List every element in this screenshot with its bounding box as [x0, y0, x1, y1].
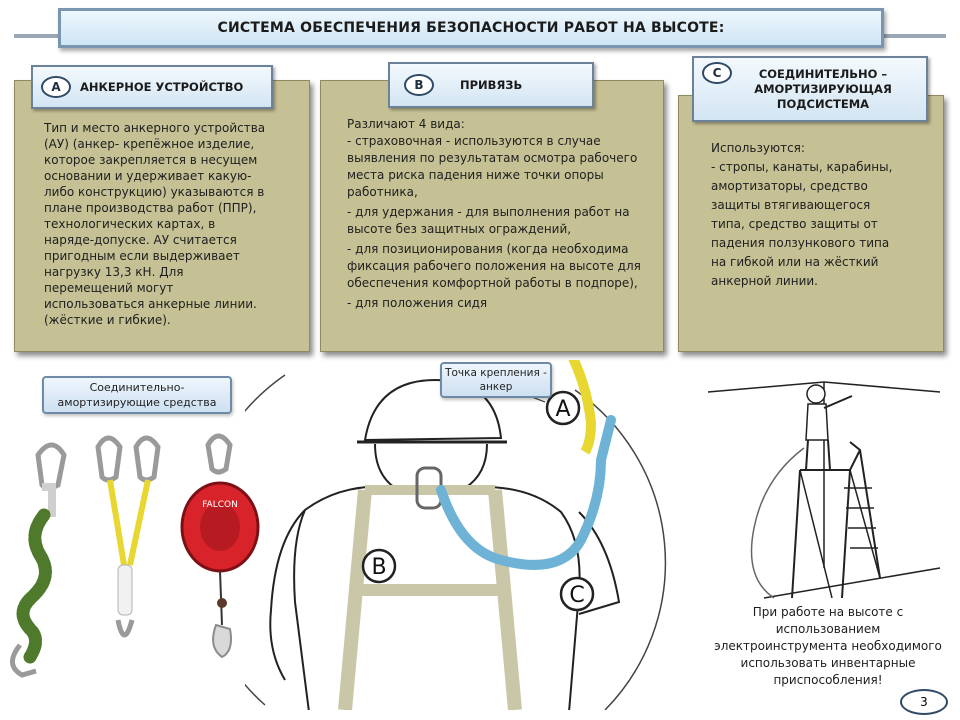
text-line: типа, средство защиты от [711, 217, 878, 231]
text-line: Тип и место анкерного устройства [44, 121, 266, 135]
caption-line: использованием [775, 622, 881, 636]
text-line: анкерной линии. [711, 274, 818, 288]
page-number: 3 [900, 689, 948, 715]
letter-b: B [371, 555, 386, 580]
caption-line: использовать инвентарные [740, 656, 916, 670]
panel-a-title: АНКЕРНОЕ УСТРОЙСТВО [80, 80, 244, 94]
anchor-sling-icon [568, 360, 597, 455]
panel-c-header: C СОЕДИНИТЕЛЬНО – АМОРТИЗИРУЮЩАЯ ПОДСИСТ… [692, 56, 928, 122]
panel-b-header: B ПРИВЯЗЬ [388, 62, 594, 108]
text-line: защиты втягивающегося [711, 198, 871, 212]
list-item: - для удержания - для выполнения работ н… [347, 205, 630, 236]
retractable-device-icon: FALCON [180, 433, 260, 659]
panel-c [678, 95, 944, 352]
letter-a: A [555, 397, 570, 422]
title-line: АМОРТИЗИРУЮЩАЯ [754, 81, 892, 96]
text-line: либо конструкцию) указываются в [44, 185, 265, 199]
panel-c-badge: C [702, 62, 732, 84]
caption-line: При работе на высоте с [752, 605, 904, 619]
letter-a-circle [545, 390, 581, 426]
letter-c-circle [559, 576, 595, 612]
caption-line: приспособления! [773, 673, 883, 687]
green-lanyard-icon [10, 442, 67, 678]
text-line: на гибкой или на жёсткий [711, 255, 879, 269]
text-line: падения ползункового типа [711, 236, 890, 250]
list-item: - страховочная - используются в случае в… [347, 134, 638, 199]
anchor-point-label: Точка крепления - анкер [440, 362, 552, 398]
device-brand: FALCON [202, 500, 238, 510]
title-line: ПОДСИСТЕМА [776, 96, 870, 111]
label-line: Точка крепления - [445, 367, 547, 379]
letter-b-circle [361, 548, 397, 584]
text-line: перемещений могут [44, 281, 174, 295]
title-line: СОЕДИНИТЕЛЬНО – [758, 66, 888, 81]
list-item: - для позиционирования (когда необходима… [347, 242, 641, 290]
text-line: плане производства работ (ППР), [44, 201, 257, 215]
ladder-platform-illustration [707, 381, 941, 599]
text-line: амортизаторы, средство [711, 179, 868, 193]
harness-straps [338, 466, 522, 710]
ladder-platform-icon [791, 441, 881, 599]
label-line: анкер [479, 381, 513, 393]
panel-a-header: A АНКЕРНОЕ УСТРОЙСТВО [31, 65, 273, 109]
title-banner: СИСТЕМА ОБЕСПЕЧЕНИЯ БЕЗОПАСНОСТИ РАБОТ Н… [58, 8, 884, 48]
yellow-twin-lanyard-icon [95, 435, 161, 638]
text-line: основании и удерживает какую- [44, 169, 252, 183]
text-line: (жёсткие и гибкие). [44, 313, 171, 327]
panel-c-text: Используются: - стропы, канаты, карабины… [711, 139, 931, 291]
panel-a [14, 80, 310, 352]
list-item: - для положения сидя [347, 296, 488, 310]
text-line: - стропы, канаты, карабины, [711, 160, 893, 174]
panel-b-text: Различают 4 вида: - страховочная - испол… [347, 116, 647, 315]
blue-lanyard [436, 415, 616, 570]
connecting-devices-illustration: FALCON [10, 433, 260, 678]
page-title: СИСТЕМА ОБЕСПЕЧЕНИЯ БЕЗОПАСНОСТИ РАБОТ Н… [217, 20, 725, 36]
power-cable [750, 447, 805, 599]
text-line: использоваться анкерные линии. [44, 297, 257, 311]
text-line: пригодным если выдерживает [44, 249, 240, 263]
text-line: которое закрепляется в несущем [44, 153, 258, 167]
circle-arc-left [245, 374, 286, 706]
worker-figure-icon [805, 384, 853, 471]
caption-line: электроинструмента необходимого [714, 639, 942, 653]
worker-harness-illustration: A B C [245, 360, 667, 710]
label-line: Соединительно- [89, 381, 185, 394]
text-line: нагрузку 13,3 кН. Для [44, 265, 184, 279]
connecting-means-label: Соединительно- амортизирующие средства [42, 376, 232, 414]
text-line: (АУ) (анкер- крепёжное изделие, [44, 137, 255, 151]
panel-b-title: ПРИВЯЗЬ [460, 78, 523, 92]
text-line: наряде-допуске. АУ считается [44, 233, 237, 247]
panel-b [320, 80, 664, 352]
label-line: амортизирующие средства [57, 396, 217, 409]
panel-b-badge: B [404, 74, 434, 96]
panel-a-text: Тип и место анкерного устройства (АУ) (а… [44, 120, 306, 328]
panel-c-title: СОЕДИНИТЕЛЬНО – АМОРТИЗИРУЮЩАЯ ПОДСИСТЕМ… [738, 67, 908, 112]
panel-b-intro: Различают 4 вида: [347, 117, 465, 131]
letter-c: C [569, 583, 584, 608]
text-line: технологических картах, в [44, 217, 216, 231]
panel-a-badge: A [41, 76, 71, 98]
tool-warning-caption: При работе на высоте с использованием эл… [708, 604, 948, 689]
text-line: Используются: [711, 141, 805, 155]
